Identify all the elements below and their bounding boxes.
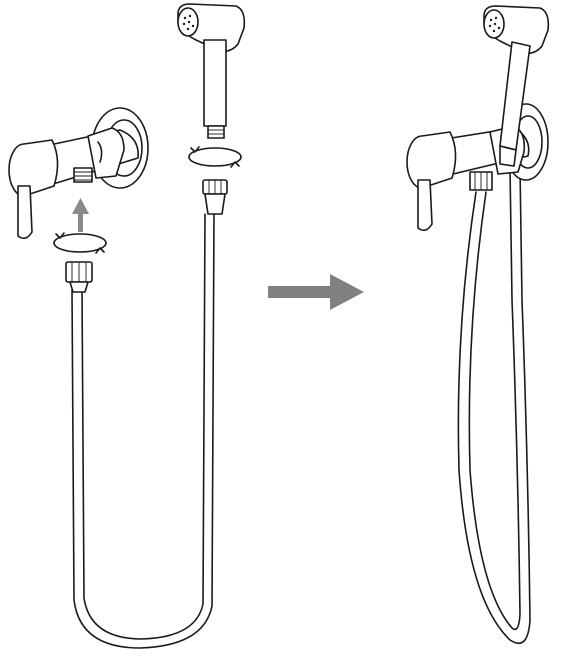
hose-nut-upper <box>202 179 228 215</box>
up-arrow-icon <box>72 198 89 232</box>
valve-assembled <box>406 103 549 232</box>
rotate-icon-upper <box>188 146 242 168</box>
disassembled-set <box>8 3 246 649</box>
valve-with-holder <box>8 107 149 240</box>
hand-shower-docked <box>483 5 550 167</box>
hand-shower-loose <box>177 3 246 139</box>
right-arrow-icon <box>268 274 364 310</box>
hose-loose <box>71 213 215 649</box>
rotate-icon <box>53 232 107 254</box>
hose-assembled <box>457 167 531 645</box>
hose-nut-left <box>65 261 93 293</box>
assembled-set <box>406 5 550 645</box>
